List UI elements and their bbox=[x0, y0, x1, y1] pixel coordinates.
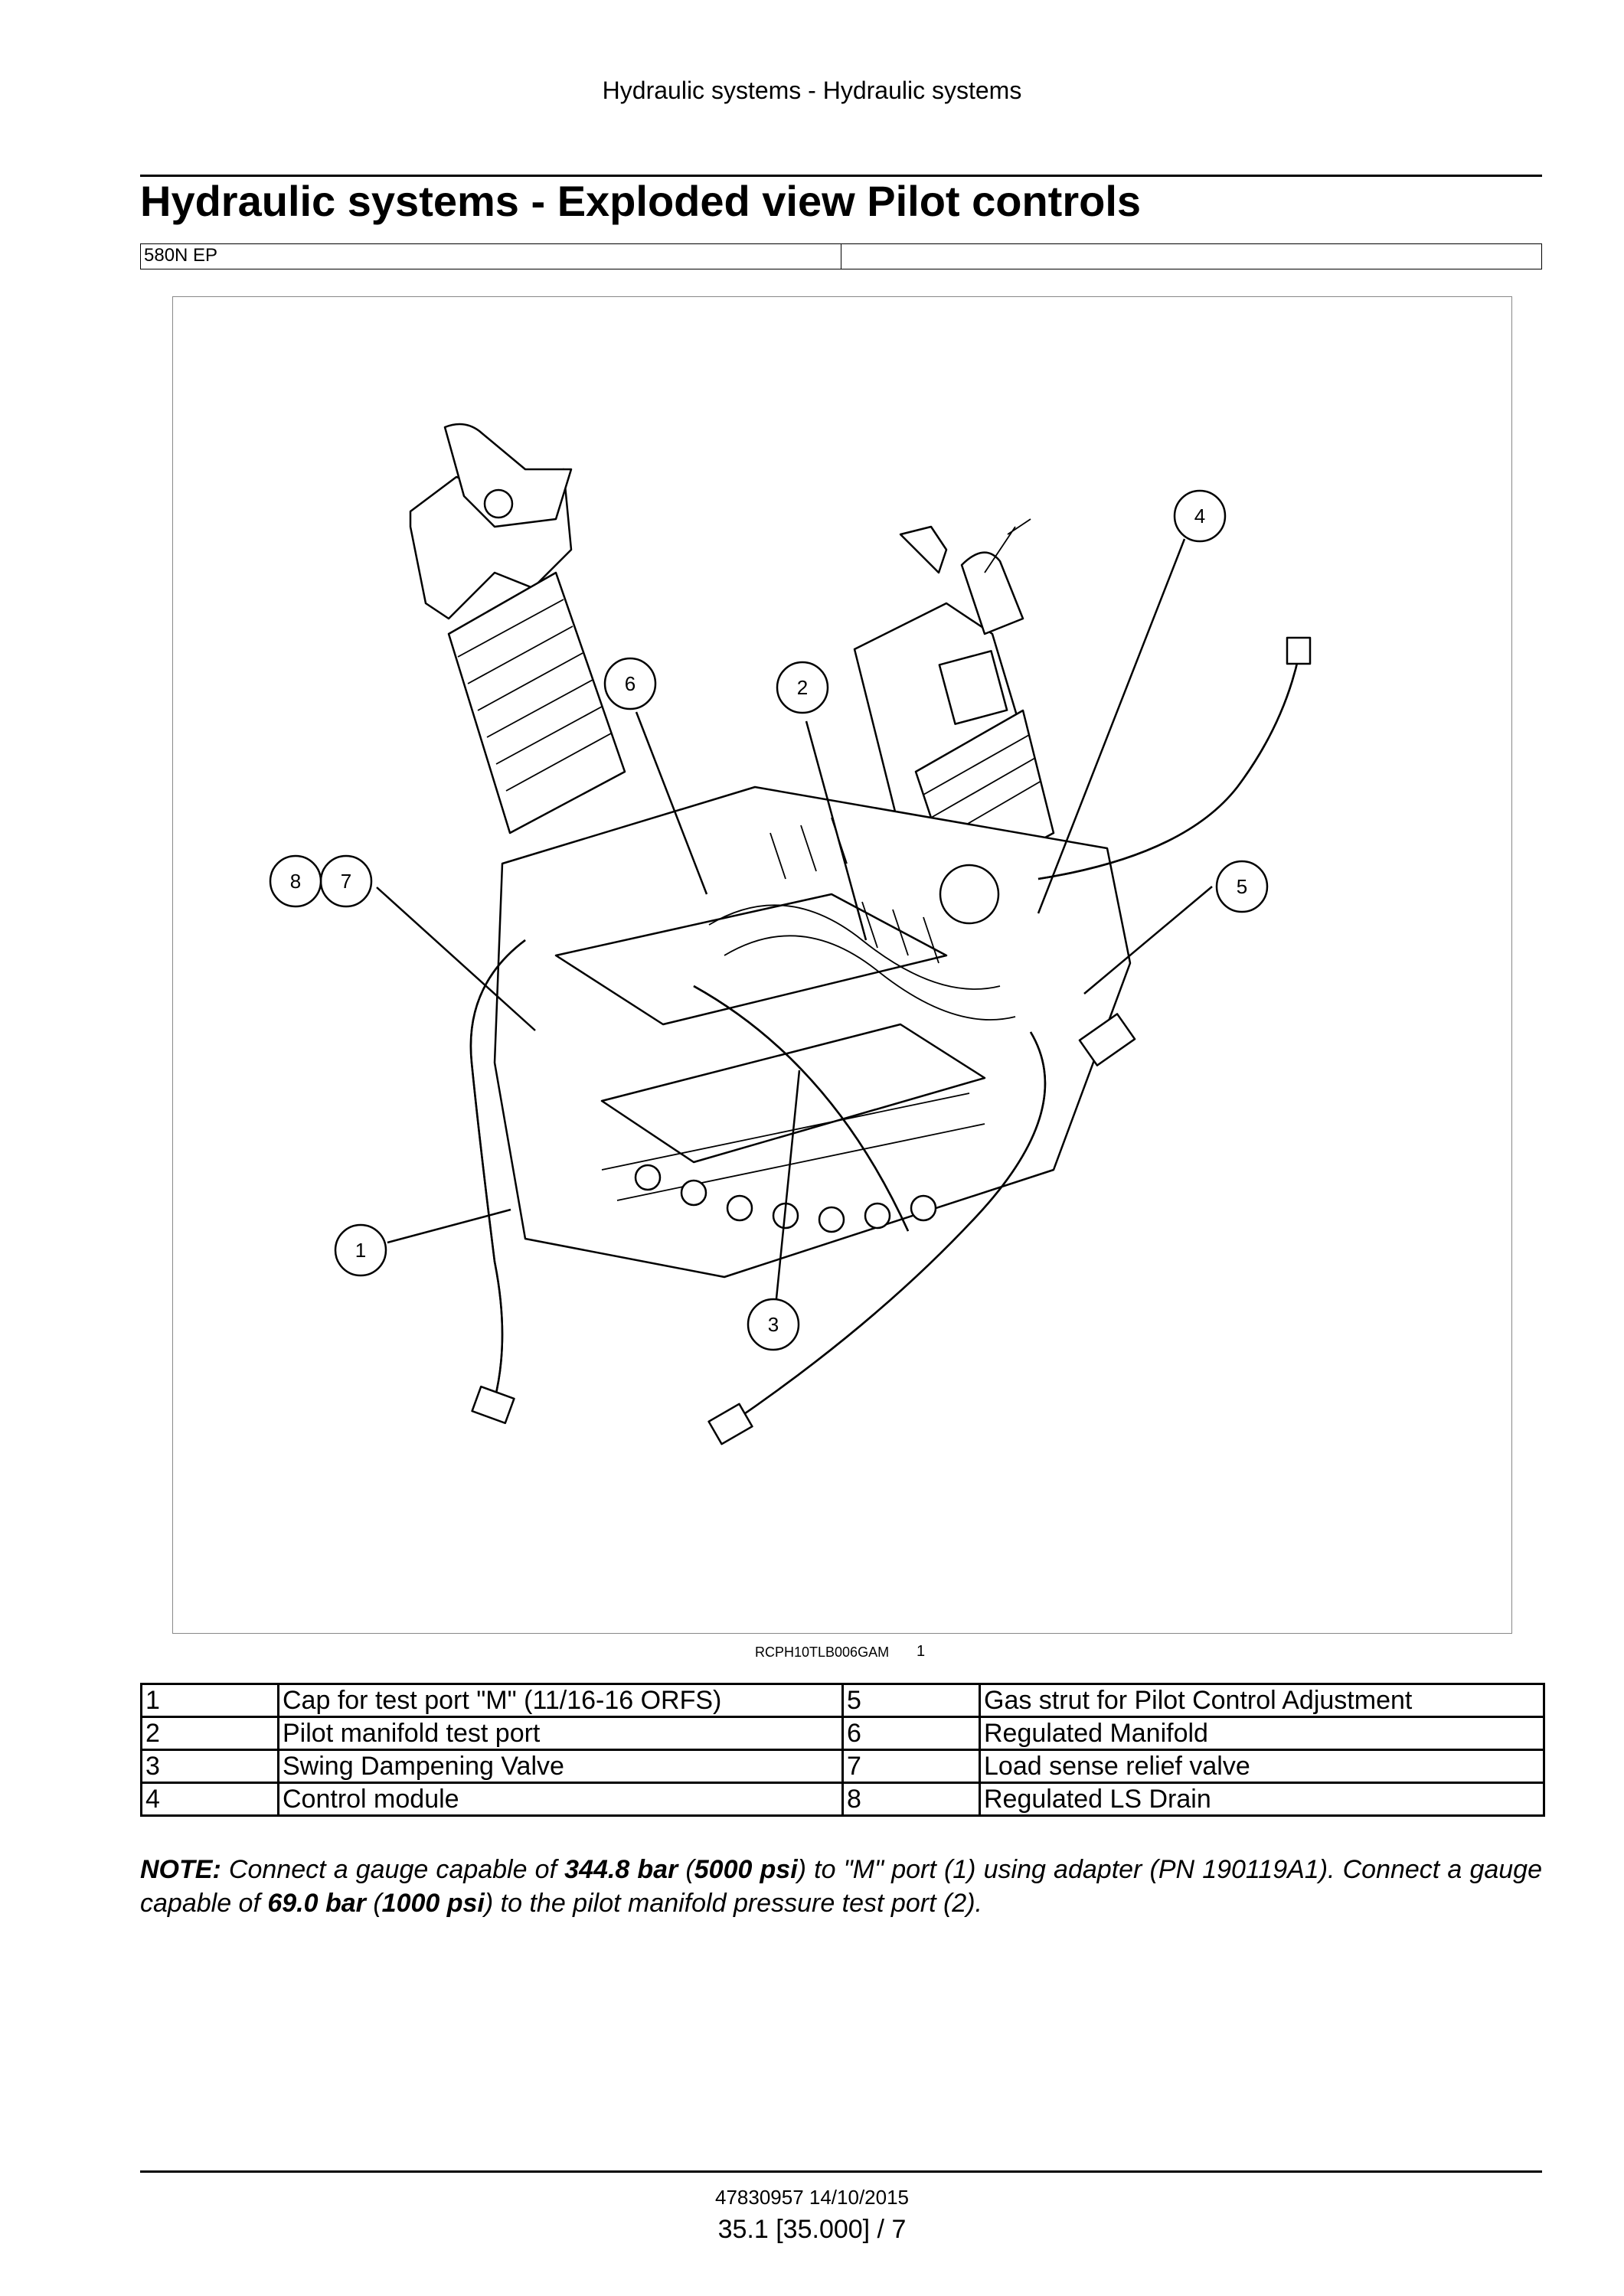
model-cell-right bbox=[841, 244, 845, 269]
table-row: 4 Control module 8 Regulated LS Drain bbox=[140, 1782, 1545, 1817]
legend-description: Regulated Manifold bbox=[979, 1716, 1545, 1751]
svg-text:2: 2 bbox=[797, 676, 808, 699]
callout-6: 6 bbox=[603, 657, 657, 710]
leader-lines bbox=[376, 538, 1213, 1299]
figure-caption-code: RCPH10TLB006GAM bbox=[755, 1644, 890, 1660]
legend-number: 2 bbox=[140, 1716, 279, 1751]
note-text: ) to the pilot manifold pressure test po… bbox=[484, 1889, 982, 1918]
callout-4: 4 bbox=[1173, 489, 1227, 543]
legend-description: Gas strut for Pilot Control Adjustment bbox=[979, 1683, 1545, 1718]
callout-8: 8 bbox=[269, 854, 322, 908]
note-text: ( bbox=[365, 1889, 382, 1918]
footer-rule bbox=[140, 2170, 1542, 2173]
header-rule bbox=[140, 175, 1542, 177]
note-value: 1000 psi bbox=[381, 1889, 485, 1918]
exploded-view-figure: 1 2 3 4 5 6 7 8 bbox=[172, 296, 1512, 1634]
legend-table: 1 Cap for test port "M" (11/16-16 ORFS) … bbox=[140, 1683, 1545, 1817]
callout-1: 1 bbox=[334, 1223, 387, 1277]
figure-number: 1 bbox=[917, 1643, 926, 1660]
left-pilot-control bbox=[409, 423, 626, 834]
note-text: ) to "M" port (1) using adapter (PN 1901… bbox=[140, 1855, 1542, 1918]
legend-description: Load sense relief valve bbox=[979, 1749, 1545, 1784]
svg-text:8: 8 bbox=[290, 870, 301, 893]
svg-text:7: 7 bbox=[341, 870, 351, 893]
note-text: ( bbox=[678, 1855, 694, 1884]
control-valve-block bbox=[493, 785, 1132, 1279]
legend-number: 8 bbox=[841, 1782, 981, 1817]
legend-number: 4 bbox=[140, 1782, 279, 1817]
footer-page-number: 35.1 [35.000] / 7 bbox=[717, 2215, 907, 2244]
svg-text:6: 6 bbox=[625, 672, 636, 695]
footer-doc-code: 47830957 14/10/2015 bbox=[714, 2186, 910, 2209]
svg-text:3: 3 bbox=[768, 1313, 779, 1336]
svg-text:1: 1 bbox=[355, 1239, 366, 1262]
note-text: Connect a gauge capable of bbox=[221, 1855, 565, 1884]
pilot-controls-illustration: 1 2 3 4 5 6 7 8 bbox=[269, 423, 1312, 1445]
legend-description: Pilot manifold test port bbox=[277, 1716, 844, 1751]
note-label: NOTE: bbox=[140, 1855, 221, 1884]
legend-number: 3 bbox=[140, 1749, 279, 1784]
legend-number: 7 bbox=[841, 1749, 981, 1784]
legend-number: 6 bbox=[841, 1716, 981, 1751]
note-value: 69.0 bar bbox=[267, 1889, 366, 1918]
legend-number: 1 bbox=[140, 1683, 279, 1718]
callout-7: 7 bbox=[319, 854, 373, 908]
legend-description: Control module bbox=[277, 1782, 844, 1817]
note-paragraph: NOTE: Connect a gauge capable of 344.8 b… bbox=[140, 1853, 1542, 1920]
svg-text:5: 5 bbox=[1237, 875, 1247, 898]
hydraulic-hoses bbox=[469, 636, 1312, 1445]
running-header: Hydraulic systems - Hydraulic systems bbox=[602, 77, 1022, 104]
legend-description: Cap for test port "M" (11/16-16 ORFS) bbox=[277, 1683, 844, 1718]
legend-description: Swing Dampening Valve bbox=[277, 1749, 844, 1784]
table-row: 3 Swing Dampening Valve 7 Load sense rel… bbox=[140, 1749, 1545, 1784]
page-title: Hydraulic systems - Exploded view Pilot … bbox=[140, 177, 1142, 225]
model-row: 580N EP bbox=[140, 243, 1542, 269]
note-value: 344.8 bar bbox=[564, 1855, 678, 1884]
legend-number: 5 bbox=[841, 1683, 981, 1718]
callout-5: 5 bbox=[1215, 860, 1269, 913]
note-value: 5000 psi bbox=[694, 1855, 798, 1884]
table-row: 2 Pilot manifold test port 6 Regulated M… bbox=[140, 1716, 1545, 1751]
table-row: 1 Cap for test port "M" (11/16-16 ORFS) … bbox=[140, 1683, 1545, 1718]
callout-3: 3 bbox=[747, 1298, 800, 1351]
model-cell: 580N EP bbox=[141, 244, 841, 269]
callout-2: 2 bbox=[776, 661, 829, 714]
svg-text:4: 4 bbox=[1194, 505, 1205, 527]
legend-description: Regulated LS Drain bbox=[979, 1782, 1545, 1817]
